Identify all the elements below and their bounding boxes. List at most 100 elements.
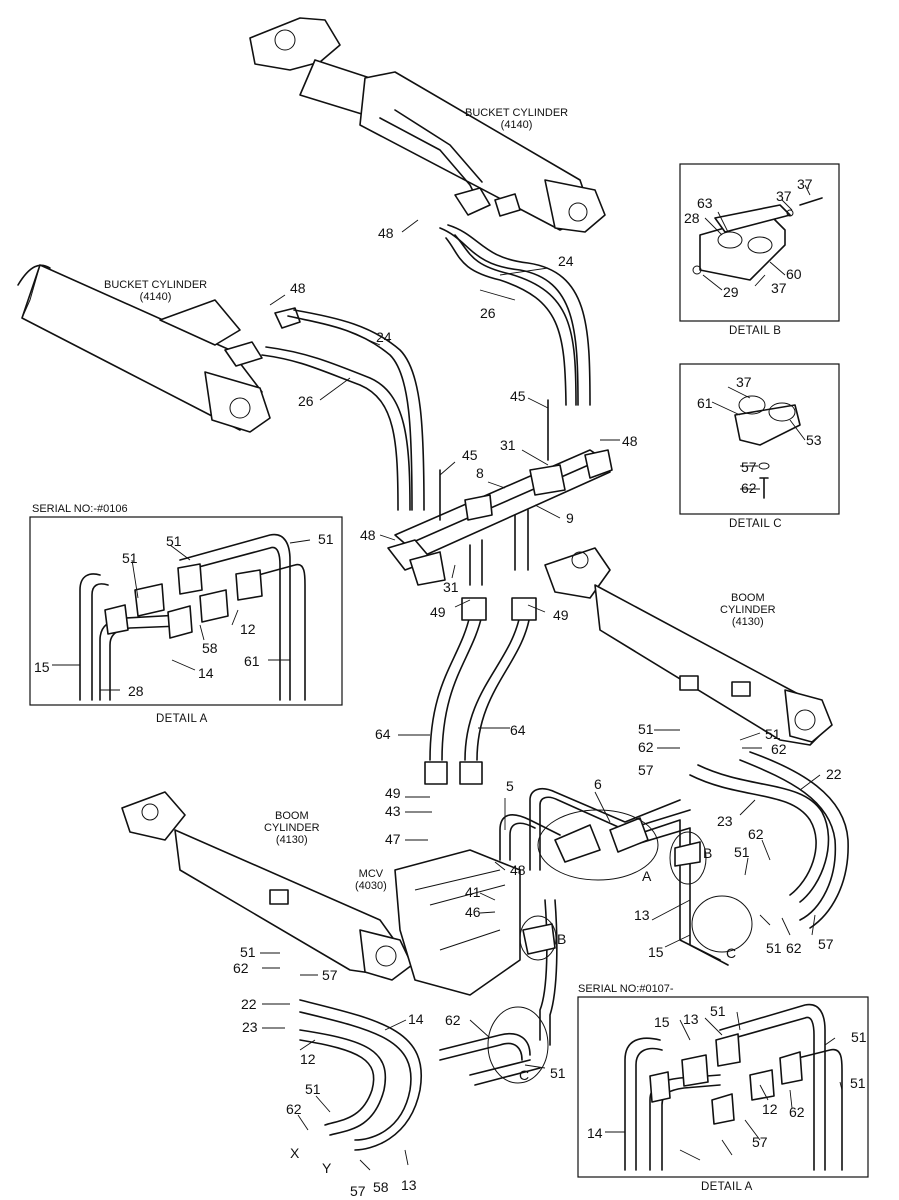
bucket-cylinder-upper-drawing — [249, 17, 606, 233]
detail-a-upper-serial: SERIAL NO:-#0106 — [32, 503, 128, 515]
part-callout: 24 — [558, 253, 574, 269]
part-callout: 22 — [241, 996, 257, 1012]
part-callout: 58 — [373, 1179, 389, 1195]
part-callout: 28 — [684, 210, 700, 226]
part-callout: 28 — [128, 683, 144, 699]
boom-cylinder-left-code: (4130) — [275, 834, 308, 846]
part-callout: 41 — [465, 884, 481, 900]
part-callout: 45 — [462, 447, 478, 463]
bucket-cylinder-upper-name: BUCKET CYLINDER — [465, 107, 569, 119]
boom-cylinder-right-label: BOOM CYLINDER (4130) — [720, 592, 776, 628]
mcv-label: MCV (4030) — [355, 868, 387, 892]
boom-cylinder-right-line1: BOOM — [731, 592, 765, 604]
detail-a-lower-title: DETAIL A — [701, 1181, 753, 1193]
port-label-x: X — [290, 1145, 300, 1161]
part-callout: 61 — [697, 395, 713, 411]
part-callout: 62 — [771, 741, 787, 757]
part-callout: 51 — [166, 533, 182, 549]
boom-cylinder-left-line1: BOOM — [275, 810, 309, 822]
detail-b-title: DETAIL B — [729, 325, 782, 337]
part-callout: 22 — [826, 766, 842, 782]
boom-cylinder-left-label: BOOM CYLINDER (4130) — [264, 810, 320, 846]
detail-b-drawing — [679, 163, 840, 322]
part-callout: 51 — [850, 1075, 866, 1091]
boom-cylinder-right-drawing — [544, 547, 849, 929]
part-callout: 14 — [198, 665, 214, 681]
bucket-cylinder-left-label: BUCKET CYLINDER (4140) — [104, 279, 207, 303]
port-label-b: B — [557, 931, 567, 947]
part-callout: 13 — [683, 1011, 699, 1027]
part-callout: 37 — [736, 374, 752, 390]
part-callout: 57 — [350, 1183, 366, 1199]
bucket-cylinder-left-drawing — [17, 264, 301, 433]
port-label-c: C — [726, 945, 737, 961]
part-callout: 49 — [385, 785, 401, 801]
boom-cylinder-right-line2: CYLINDER — [720, 604, 776, 616]
detail-a-upper-drawing — [29, 516, 343, 706]
part-callout: 62 — [233, 960, 249, 976]
part-callout: 63 — [697, 195, 713, 211]
manifold-block — [387, 399, 613, 586]
part-callout: 62 — [445, 1012, 461, 1028]
part-callout: 37 — [776, 188, 792, 204]
part-callout: 62 — [786, 940, 802, 956]
part-callout: 12 — [300, 1051, 316, 1067]
part-callout: 51 — [734, 844, 750, 860]
port-label-c: C — [519, 1067, 530, 1083]
part-callout: 57 — [752, 1134, 768, 1150]
part-callout: 45 — [510, 388, 526, 404]
part-callout: 15 — [654, 1014, 670, 1030]
part-callout: 51 — [766, 940, 782, 956]
part-callout: 48 — [360, 527, 376, 543]
detail-a-upper-title: DETAIL A — [156, 713, 208, 725]
part-callout: 14 — [587, 1125, 603, 1141]
pipe-lines-center — [439, 788, 729, 1086]
part-callout: 26 — [298, 393, 314, 409]
part-callout: 6 — [594, 776, 602, 792]
part-callout: 46 — [465, 904, 481, 920]
part-callout: 51 — [765, 726, 781, 742]
part-callout: 48 — [378, 225, 394, 241]
part-callout: 51 — [851, 1029, 867, 1045]
detail-c-title: DETAIL C — [729, 518, 782, 530]
detail-markers — [487, 809, 753, 1084]
part-callout: 23 — [717, 813, 733, 829]
part-callout: 62 — [789, 1104, 805, 1120]
part-callout: 29 — [723, 284, 739, 300]
detail-c-drawing — [679, 363, 840, 515]
boom-cylinder-left-mcv-drawing — [121, 791, 521, 996]
hose-24-26-group — [261, 224, 591, 511]
part-callout: 57 — [818, 936, 834, 952]
part-callout: 24 — [376, 329, 392, 345]
part-callout: 23 — [242, 1019, 258, 1035]
part-callout: 57 — [322, 967, 338, 983]
mcv-code: (4030) — [355, 880, 387, 892]
part-callout: 31 — [500, 437, 516, 453]
mcv-name: MCV — [358, 868, 384, 880]
part-callout: 8 — [476, 465, 484, 481]
part-callout: 47 — [385, 831, 401, 847]
part-callout: 51 — [240, 944, 256, 960]
part-callout: 49 — [430, 604, 446, 620]
part-callout: 62 — [638, 739, 654, 755]
part-callout: 57 — [741, 459, 757, 475]
part-callout: 53 — [806, 432, 822, 448]
part-callout: 48 — [510, 862, 526, 878]
part-callout: 57 — [638, 762, 654, 778]
hose-22-23-group — [299, 999, 423, 1151]
part-callout: 61 — [244, 653, 260, 669]
part-callout: 9 — [566, 510, 574, 526]
part-callout: 31 — [443, 579, 459, 595]
part-callout: 15 — [34, 659, 50, 675]
part-callout: 51 — [305, 1081, 321, 1097]
leader-lines — [52, 184, 843, 1171]
part-callout: 51 — [638, 721, 654, 737]
part-callout: 51 — [318, 531, 334, 547]
part-callout: 12 — [240, 621, 256, 637]
port-label-y: Y — [322, 1160, 332, 1176]
part-callout: 37 — [771, 280, 787, 296]
part-callout: 12 — [762, 1101, 778, 1117]
part-callout: 51 — [550, 1065, 566, 1081]
bucket-cylinder-left-name: BUCKET CYLINDER — [104, 279, 208, 291]
